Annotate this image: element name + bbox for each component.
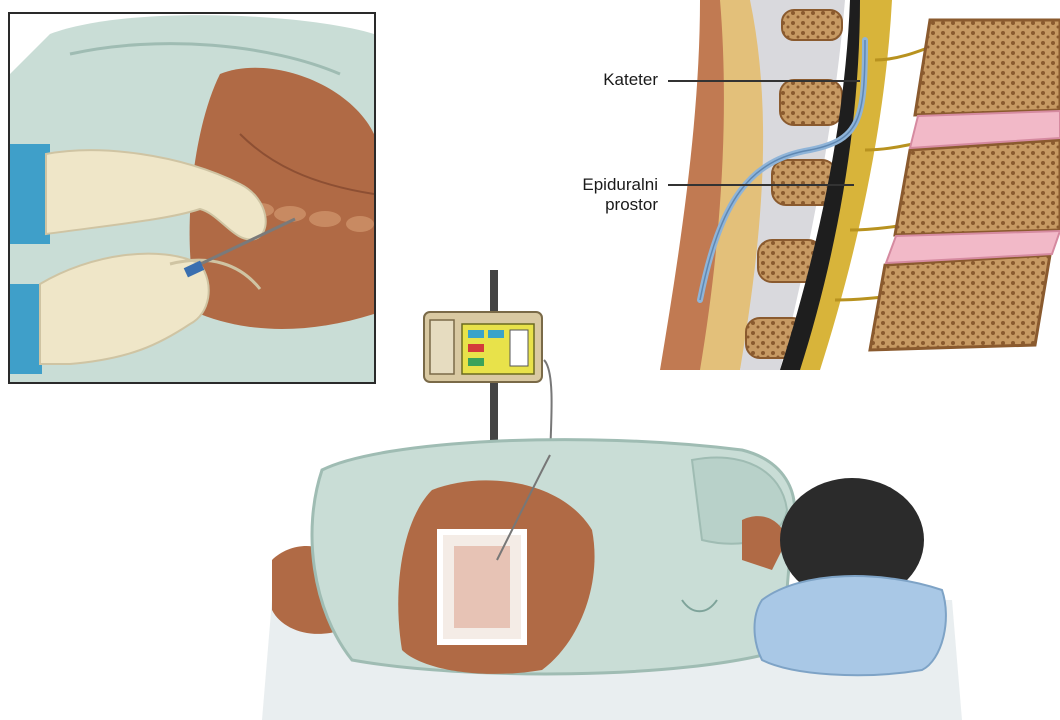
patient-illustration: [262, 270, 962, 720]
catheter-label: Kateter: [560, 70, 658, 90]
infusion-pump-icon: [424, 312, 552, 455]
epidural-space-label-line1: Epiduralni: [582, 175, 658, 194]
epidural-space-label-line2: prostor: [605, 195, 658, 214]
catheter-leader-line: [668, 80, 860, 82]
sleeve-upper: [10, 144, 50, 244]
sleeve-lower: [10, 284, 42, 374]
patient-with-pump: [262, 270, 962, 720]
epidural-space-label: Epiduralni prostor: [540, 175, 658, 215]
pillow: [755, 576, 946, 675]
epidural-leader-line: [668, 184, 854, 186]
